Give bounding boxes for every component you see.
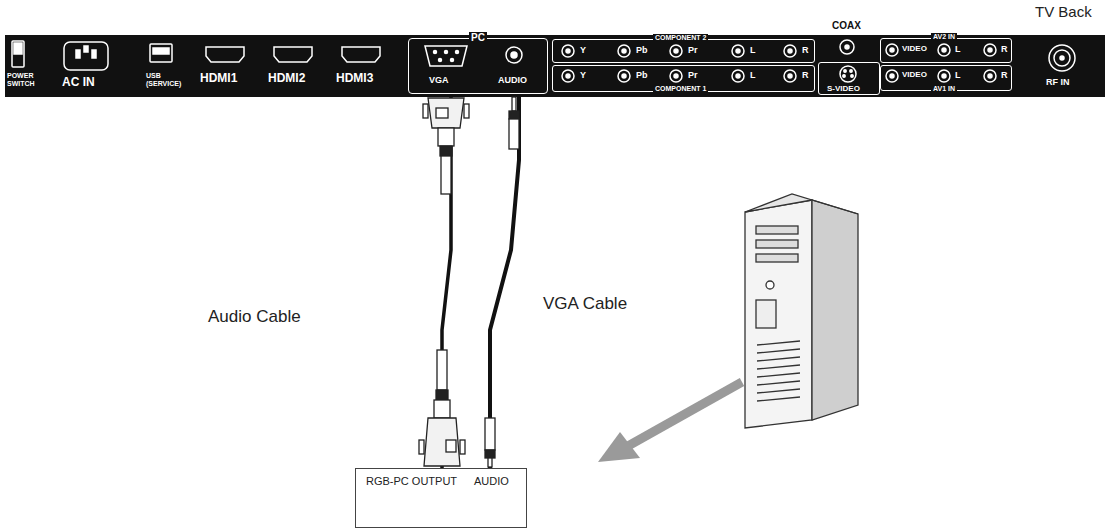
port-label: L	[955, 45, 961, 55]
port-label: R	[802, 71, 809, 81]
port-icons	[12, 40, 1075, 82]
component-group: COMPONENT 2YPbPrLR	[552, 39, 815, 63]
switch-label: POWER SWITCH	[7, 72, 41, 87]
port-label: VIDEO	[902, 45, 927, 54]
panel-heading: TV Back	[1035, 4, 1092, 21]
port-label: L	[750, 71, 756, 81]
output-label: AUDIO	[474, 475, 509, 487]
port-name: AC IN	[62, 76, 95, 89]
port-label: R	[1001, 45, 1008, 55]
port-name: RF IN	[1046, 78, 1070, 88]
port-label: R	[802, 46, 809, 56]
pointer-arrow	[598, 382, 742, 462]
tv-back-panel: TV BackPCVGAAUDIOCOMPONENT 2YPbPrLRCOMPO…	[5, 35, 1105, 97]
pc-output-box: RGB-PC OUTPUT AUDIO	[355, 468, 527, 528]
group-title: COMPONENT 2	[653, 34, 708, 42]
port-label: R	[1001, 71, 1008, 81]
group-title: AV2 IN	[931, 33, 957, 41]
port-label: Pb	[636, 46, 648, 56]
port-label: Pr	[688, 71, 698, 81]
port-label: VGA	[429, 76, 449, 86]
panel-band	[5, 35, 1105, 97]
port-label: Y	[580, 46, 586, 56]
audio-cable	[490, 94, 519, 468]
port-label: L	[955, 71, 961, 81]
output-label: RGB-PC OUTPUT	[366, 475, 457, 487]
av-group: AV2 INVIDEOLR	[880, 38, 1012, 63]
cable-label: Audio Cable	[208, 308, 301, 327]
pc-input-group: PCVGAAUDIO	[408, 38, 548, 94]
port-label: AUDIO	[498, 76, 527, 86]
cable-plugs	[419, 97, 519, 467]
port-name: HDMI2	[268, 72, 305, 85]
port-label: Y	[580, 71, 586, 81]
component-group: COMPONENT 1 Y Pb Pr L R	[552, 65, 815, 92]
group-title: S-VIDEO	[827, 85, 860, 94]
pc-tower	[745, 194, 858, 428]
av-group: AV1 IN VIDEO L R	[880, 65, 1012, 91]
group-title: AV1 IN	[931, 85, 957, 93]
group-title: COMPONENT 1	[653, 85, 708, 93]
port-name: COAX	[832, 20, 861, 31]
group-title: PC	[469, 32, 487, 43]
port-label: L	[750, 46, 756, 56]
cable-label: VGA Cable	[543, 295, 627, 314]
port-label: Pr	[688, 46, 698, 56]
s-video-group: S-VIDEO	[818, 62, 880, 95]
port-name: HDMI1	[200, 72, 237, 85]
port-label: Pb	[636, 71, 648, 81]
port-name: USB (SERVICE)	[146, 72, 188, 87]
port-name: HDMI3	[336, 72, 373, 85]
port-label: VIDEO	[902, 71, 927, 80]
